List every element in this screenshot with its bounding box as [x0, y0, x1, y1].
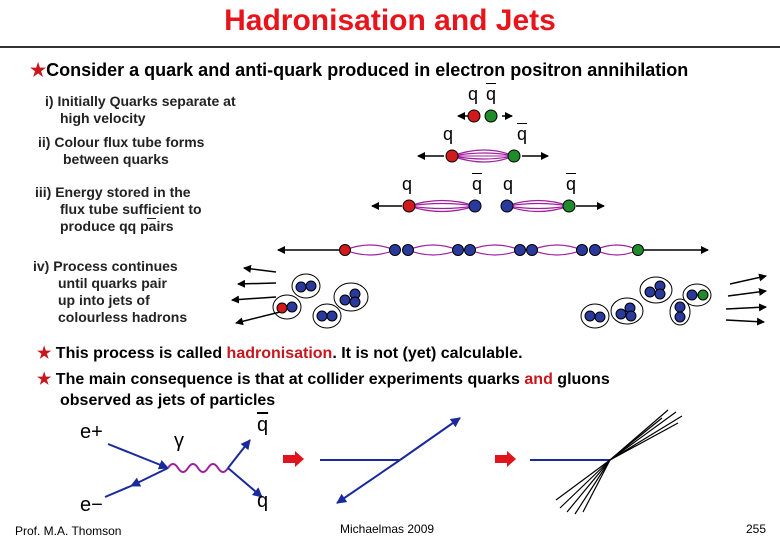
step-3-line-1: iii) Energy stored in the — [35, 184, 191, 200]
q-label-1: q — [468, 84, 479, 104]
conclusion-1-tail: . It is not (yet) calculable. — [332, 345, 523, 362]
red-quark — [445, 149, 459, 163]
conclusion-2-text: The main consequence is that at collider… — [55, 371, 525, 388]
step-1: i) Initially Quarks separate at high vel… — [45, 93, 236, 127]
antiquark-bar — [147, 218, 156, 219]
step-2: ii) Colour flux tube forms between quark… — [38, 134, 204, 168]
conclusion-2: ★ The main consequence is that at collid… — [37, 369, 610, 390]
step-4-line-3: up into jets of — [58, 292, 150, 308]
step-4: iv) Process continues until quarks pair … — [33, 258, 187, 326]
qbar-label-1: q — [486, 84, 497, 104]
step-4-line-4: colourless hadrons — [58, 309, 188, 325]
qbar-label-4: q — [566, 174, 577, 194]
stage-1-pair — [457, 109, 513, 123]
conclusion-2-line-2: observed as jets of particles — [60, 392, 276, 409]
positron-label: e+ — [80, 421, 103, 443]
star-icon: ★ — [37, 345, 52, 362]
blue-antiquark — [468, 199, 482, 213]
blue-quark — [452, 244, 464, 256]
blue-quark — [389, 244, 401, 256]
photon-label: γ — [174, 430, 184, 452]
step-1-line-2: high velocity — [60, 110, 146, 126]
feynman-diagram — [104, 439, 263, 498]
step-1-line-1: i) Initially Quarks separate at — [45, 93, 236, 109]
conclusion-2-tail: gluons — [552, 371, 610, 388]
green-antiquark — [484, 109, 498, 123]
blue-quark — [576, 244, 588, 256]
step-3: iii) Energy stored in the flux tube suff… — [35, 184, 202, 235]
blue-quark — [402, 244, 414, 256]
q-label-3: q — [402, 174, 413, 194]
star-icon: ★ — [30, 60, 47, 80]
step-4-line-2: until quarks pair — [58, 275, 167, 291]
stage-2-flux-tube — [417, 149, 549, 163]
step-2-line-2: between quarks — [63, 151, 169, 167]
title-divider — [0, 46, 780, 48]
blue-quark — [526, 244, 538, 256]
step-4-line-1: iv) Process continues — [33, 258, 178, 274]
blue-quark — [514, 244, 526, 256]
blue-quark — [464, 244, 476, 256]
step-3-line-3-text: produce qq pairs — [60, 218, 174, 234]
conclusion-1: ★ This process is called hadronisation. … — [37, 343, 523, 364]
step-3-line-2: flux tube sufficient to — [60, 201, 202, 217]
page-number: 255 — [746, 522, 767, 536]
page-title: Hadronisation and Jets — [224, 4, 556, 37]
right-jet-hadrons — [580, 273, 767, 329]
two-jet-event — [320, 417, 461, 504]
stage-4-chain — [277, 244, 709, 256]
footer-course: Michaelmas 2009 — [340, 522, 435, 536]
q-label-2: q — [443, 124, 454, 144]
intro-bullet: ★Consider a quark and anti-quark produce… — [30, 60, 688, 81]
red-quark — [402, 199, 416, 213]
footer-author: Prof. M.A. Thomson — [15, 524, 122, 538]
conclusion-1-text: This process is called — [55, 345, 227, 362]
green-antiquark — [562, 199, 576, 213]
blue-quark — [500, 199, 514, 213]
stage-3-pair-production — [371, 199, 605, 213]
qbar-label-2: q — [517, 124, 528, 144]
intro-text: Consider a quark and anti-quark produced… — [46, 60, 689, 80]
quark-label: q — [257, 490, 269, 512]
step-2-line-1: ii) Colour flux tube forms — [38, 134, 205, 150]
green-antiquark — [507, 149, 521, 163]
antiquark-label: q — [257, 414, 269, 436]
step-3-line-3: produce qq pairs — [35, 218, 202, 235]
qbar-label-3: q — [472, 174, 483, 194]
q-label-4: q — [503, 174, 514, 194]
conclusion-2-highlight: and — [524, 371, 553, 388]
electron-label: e− — [80, 494, 103, 516]
blue-quark — [589, 244, 601, 256]
red-quark — [467, 109, 481, 123]
jets-event — [530, 409, 683, 515]
green-antiquark — [632, 244, 644, 256]
conclusion-1-highlight: hadronisation — [226, 345, 333, 362]
left-jet-hadrons — [231, 264, 369, 329]
star-icon: ★ — [37, 371, 52, 388]
red-arrows — [283, 451, 516, 467]
red-quark — [339, 244, 351, 256]
